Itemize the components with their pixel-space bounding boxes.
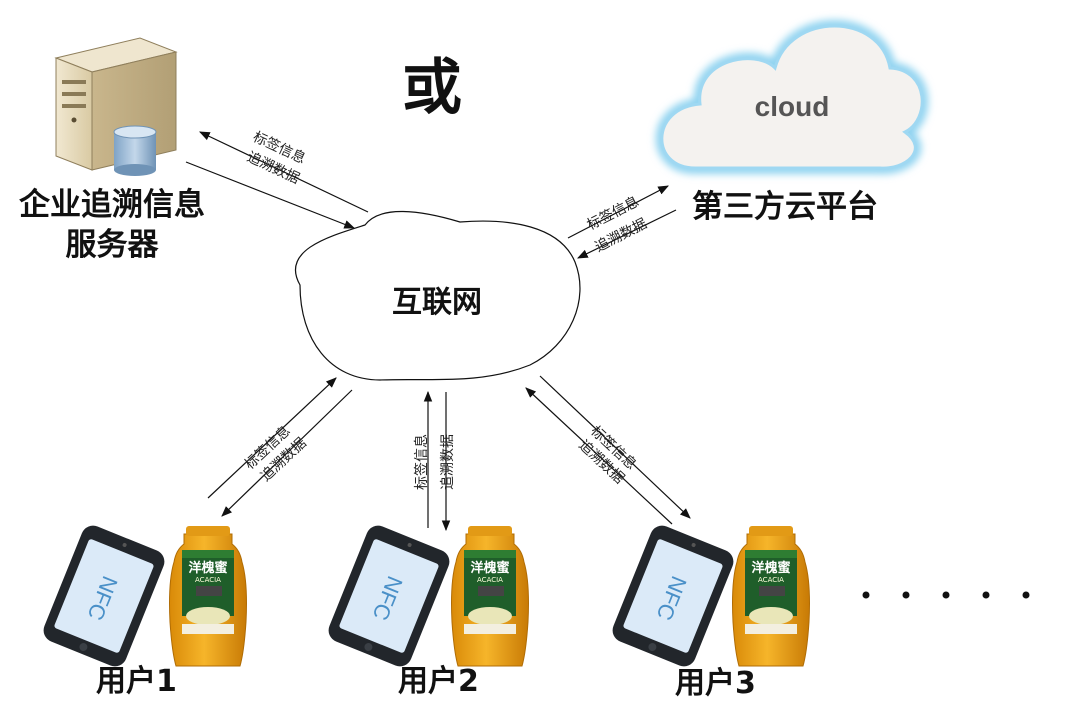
arrows-user1 (207, 377, 353, 517)
cloud-text: cloud (755, 91, 830, 122)
server-label: 企业追溯信息 服务器 (16, 185, 208, 265)
user1-label: 用户1 (96, 664, 177, 699)
server-label-line1: 企业追溯信息 (19, 187, 205, 223)
user2-honey-jar-icon: 洋槐蜜 ACACIA (451, 525, 529, 667)
label-user2-trace: 追溯数据 (440, 434, 456, 490)
jar-sub: ACACIA (477, 576, 503, 584)
jar-sub: ACACIA (195, 576, 221, 584)
ellipsis-dots (862, 591, 1030, 599)
user1-honey-jar-icon: 洋槐蜜 ACACIA (169, 525, 247, 667)
user1-phone-icon: NFC (39, 522, 169, 670)
internet-cloud-shape (294, 210, 581, 381)
jar-brand: 洋槐蜜 (470, 560, 509, 576)
jar-brand: 洋槐蜜 (751, 560, 790, 576)
arrows-user2 (423, 390, 451, 532)
arrows-user3 (525, 375, 691, 525)
user3-phone-icon: NFC (608, 522, 738, 670)
arrows-server (185, 131, 369, 229)
or-label: 或 (402, 53, 462, 123)
user2-label: 用户2 (398, 664, 479, 699)
jar-brand: 洋槐蜜 (188, 560, 227, 576)
cloud-icon: cloud (655, 20, 929, 175)
user3-label: 用户3 (675, 666, 756, 701)
server-label-line2: 服务器 (65, 227, 159, 263)
jar-sub: ACACIA (758, 576, 784, 584)
arrows-cloud (567, 185, 677, 259)
database-icon (113, 125, 157, 176)
label-user2-tag: 标签信息 (413, 434, 430, 490)
cloud-platform-label: 第三方云平台 (692, 189, 878, 225)
user2-phone-icon: NFC (324, 522, 454, 670)
internet-label: 互联网 (392, 285, 482, 320)
user3-honey-jar-icon: 洋槐蜜 ACACIA (732, 525, 810, 667)
